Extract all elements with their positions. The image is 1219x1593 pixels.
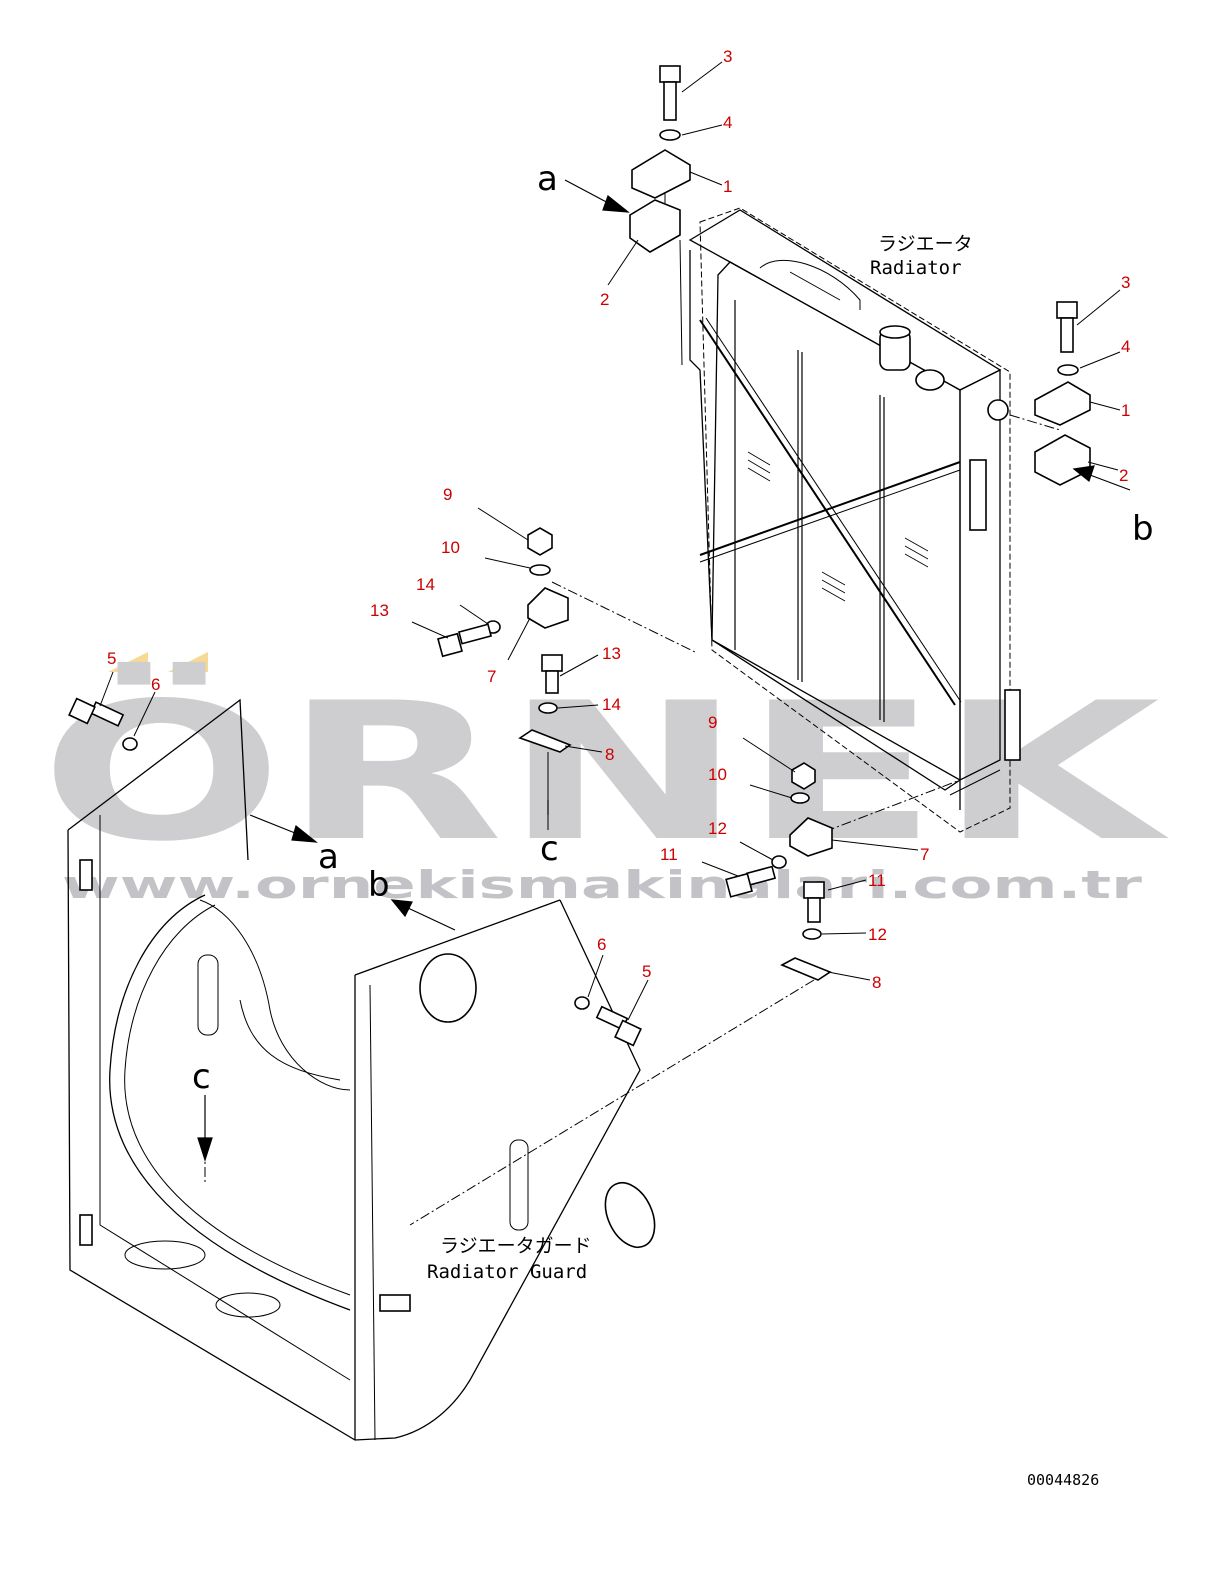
bracket-7b-icon [789,817,833,857]
callout-2: 2 [600,290,609,309]
callout-11: 11 [868,871,886,890]
view-letter-c-guard: c [192,1057,211,1097]
washer-10a-icon [529,564,551,576]
view-letter-b-right: b [1132,509,1154,549]
callout-12: 12 [708,819,727,838]
callout-2: 2 [1119,466,1128,485]
watermark-accent-right [168,652,208,672]
callout-10: 10 [708,765,727,784]
washer-6a-icon [122,737,138,751]
mount-8a-icon [518,729,572,753]
bolt-11b-icon [803,881,825,923]
view-letter-b-guard: b [368,865,390,905]
callout-8: 8 [605,745,614,764]
bolt-5a-icon [68,697,125,727]
callout-6: 6 [151,675,160,694]
clamp-2a-icon [629,199,681,253]
watermark-url: www.ornekismakinalari.com.tr [62,863,1142,907]
radiator-guard: ラジエータガード Radiator Guard [67,698,656,1441]
bracket-7a-icon [527,587,569,629]
callout-4: 4 [1121,337,1130,356]
watermark-accent-left [108,652,148,672]
view-letter-a-top: a [537,159,558,199]
clamp-2b-icon [1034,434,1091,486]
mount-8b-icon [780,957,832,981]
bolt-3a-icon [659,65,681,121]
washer-4b-icon [1057,364,1079,376]
view-arrows [197,179,1131,1162]
callout-5: 5 [642,962,651,981]
view-letter-a-guard: a [318,837,339,877]
callout-13: 13 [370,601,389,620]
callout-7: 7 [920,845,929,864]
washer-12b-icon [802,928,822,940]
radiator-label-jp: ラジエータ [878,233,973,255]
callout-9: 9 [443,485,452,504]
guard-label-jp: ラジエータガード [440,1235,592,1257]
nut-9a-icon [527,527,553,556]
callout-14: 14 [416,575,435,594]
washer-6b-icon [574,996,590,1010]
callout-numbers: 3 4 1 2 3 4 1 2 9 10 14 13 7 13 14 8 9 1… [107,47,1130,992]
bolt-3b-icon [1056,301,1078,353]
callout-3: 3 [723,47,732,66]
watermark: ÖRNEK www.ornekismakinalari.com.tr [40,652,1169,907]
view-letter-c-bracket: c [540,829,559,869]
callout-5: 5 [107,649,116,668]
drawing-number: 00044826 [1027,1471,1099,1489]
callout-14: 14 [602,695,621,714]
callout-8: 8 [872,973,881,992]
callout-12: 12 [868,925,887,944]
clamp-1a-icon [631,149,691,199]
callout-13: 13 [602,644,621,663]
callout-7: 7 [487,667,496,686]
callout-3: 3 [1121,273,1130,292]
bolt-13b-icon [541,654,563,694]
radiator-label-en: Radiator [870,257,962,279]
nut-9b-icon [791,762,816,790]
callout-6: 6 [597,935,606,954]
bolt-11a-icon [725,865,777,898]
hardware-parts [68,65,1091,1047]
washer-10b-icon [790,792,810,804]
clamp-1b-icon [1034,381,1091,426]
callout-11: 11 [660,845,678,864]
washer-12a-icon [771,855,787,869]
bolt-5b-icon [595,1005,642,1047]
watermark-brand: ÖRNEK [40,661,1169,883]
washer-4a-icon [659,129,681,141]
leader-lines [99,61,1121,1021]
callout-10: 10 [441,538,460,557]
guard-label-en: Radiator Guard [427,1261,587,1283]
callout-1: 1 [723,177,732,196]
callout-4: 4 [723,113,732,132]
callout-9: 9 [708,713,717,732]
bolt-13a-icon [437,623,493,658]
callout-1: 1 [1121,401,1130,420]
washer-14b-icon [538,702,558,714]
